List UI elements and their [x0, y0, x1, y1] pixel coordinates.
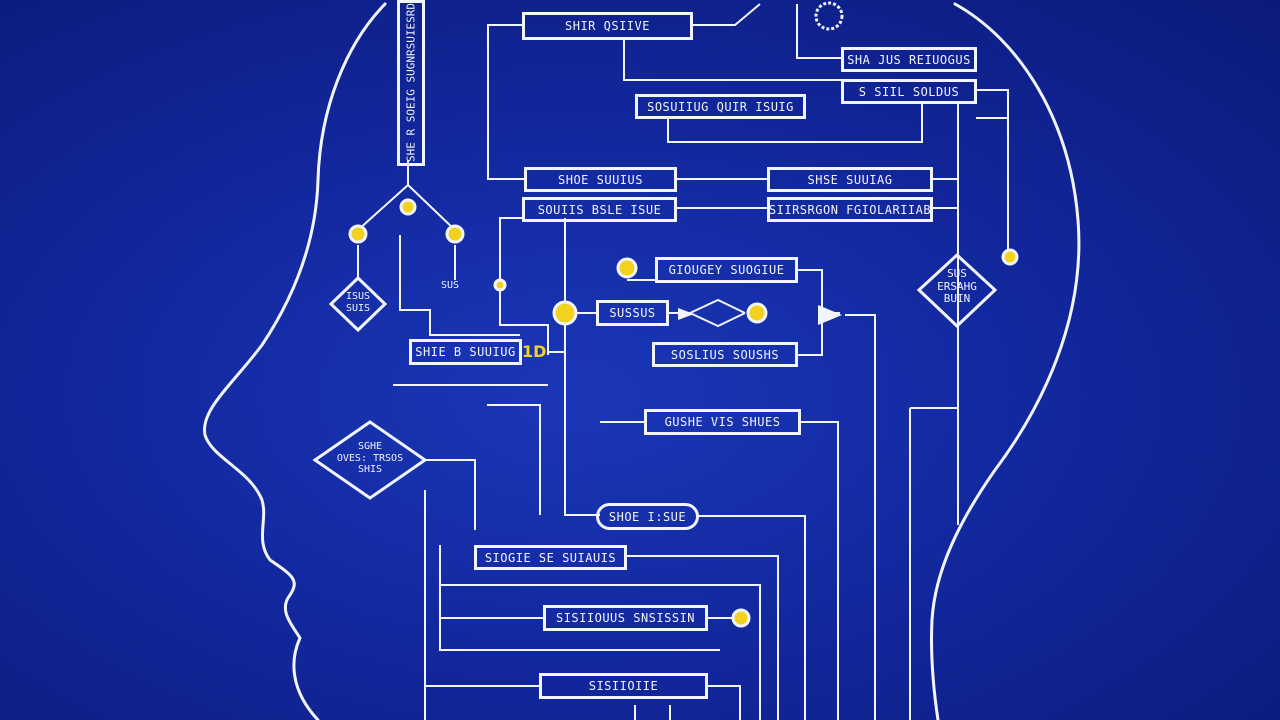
- diamond-left-large-label: SGHE OVES: TRSOS SHIS: [336, 441, 404, 475]
- link-upper-mid: [667, 103, 923, 143]
- link-top-center-right: [623, 38, 842, 81]
- link-center-far: [845, 314, 876, 720]
- link-lower-1-right: [627, 555, 779, 720]
- link-left-vert-2: [499, 285, 549, 355]
- diamond-right-shape: [916, 252, 998, 329]
- link-lower-3-right: [708, 685, 741, 720]
- link-mid-left-down: [499, 217, 525, 290]
- link-top-right-down: [976, 89, 1009, 250]
- link-lower-rail-2: [440, 584, 761, 720]
- link-center-branch: [689, 298, 746, 314]
- link-pill-right: [698, 515, 806, 720]
- diamond-left-large-shape: [312, 420, 428, 500]
- left-accent-label: 1D: [522, 342, 547, 361]
- box-lower-3: SISIIOIIE: [539, 673, 708, 699]
- node-center-top: [616, 257, 638, 279]
- left-tag-label: SUS: [441, 280, 460, 291]
- box-top-right-2: S SIIL SOLDUS: [841, 79, 977, 104]
- arrow-center-right: [818, 305, 842, 325]
- link-top-right-box: [796, 4, 842, 59]
- node-far-right: [1001, 248, 1019, 266]
- diamond-left-small-shape: [328, 275, 388, 333]
- box-upper-mid: SOSUIIUG QUIR ISUIG: [635, 94, 806, 119]
- box-mid-left-1: SHOE SUUIUS: [524, 167, 677, 192]
- box-mid-right-2: SIIRSRGON FGIOLARIIAB: [767, 197, 933, 222]
- box-top-center: SHIR QSIIVE: [522, 12, 693, 40]
- arrow-center-left: [678, 308, 694, 320]
- diamond-right-label: SUS ERSAHG BUIN: [937, 267, 977, 306]
- link-lower-rail: [439, 545, 720, 651]
- ring-icon: [814, 1, 844, 31]
- box-top-right-1: SHA JUS REIUOGUS: [841, 47, 977, 72]
- box-lower-2: SISIIOUUS SNSISSIN: [543, 605, 708, 631]
- box-pill: SHOE I:SUE: [596, 503, 699, 530]
- box-lower-1: SIOGIE SE SUIAUIS: [474, 545, 627, 570]
- box-center-small: SUSSUS: [596, 300, 669, 326]
- node-tree-left: [348, 224, 368, 244]
- link-tree-right: [407, 184, 456, 231]
- node-center-left: [552, 300, 578, 326]
- node-tree-top: [399, 198, 417, 216]
- link-left-lower: [487, 404, 541, 515]
- box-mid-left-2: SOUIIS BSLE ISUE: [522, 197, 677, 222]
- link-top-bracket: [693, 3, 761, 26]
- vertical-label-text: SHE R SOEIG SUGNRSUIESRD: [404, 3, 418, 163]
- link-center-branch-2: [689, 312, 746, 328]
- link-lower-mid-right: [800, 421, 839, 720]
- link-top-center-down: [487, 24, 525, 180]
- diamond-left-small-label: ISUS SUIS: [345, 291, 371, 314]
- node-lower-right: [731, 608, 751, 628]
- link-center-trunk: [564, 218, 600, 516]
- box-center-bottom: SOSLIUS SOUSHS: [652, 342, 798, 367]
- node-left-small: [493, 278, 507, 292]
- box-center-top: GIOUGEY SUOGIUE: [655, 257, 798, 283]
- head-outline: [203, 2, 387, 720]
- link-diamond-left: [425, 459, 476, 530]
- link-tree-left: [357, 184, 409, 231]
- box-mid-right-1: SHSE SUUIAG: [767, 167, 933, 192]
- box-lower-mid: GUSHE VIS SHUES: [644, 409, 801, 435]
- link-left-vert-1: [399, 235, 520, 336]
- node-center-right: [746, 302, 768, 324]
- node-tree-right: [445, 224, 465, 244]
- box-left-label: SHIE B SUUIUG: [409, 339, 522, 365]
- head-back-outline: [930, 2, 1081, 720]
- vertical-label-box: [397, 0, 425, 166]
